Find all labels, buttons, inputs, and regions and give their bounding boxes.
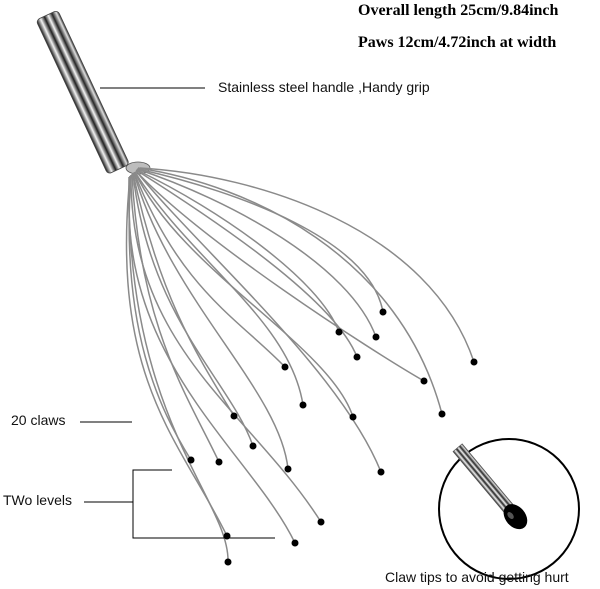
claws	[125, 167, 475, 563]
levels-callout: TWo levels	[3, 492, 72, 508]
paw-width-spec: Paws 12cm/4.72inch at width	[358, 34, 557, 51]
overall-length-spec: Overall length 25cm/9.84inch	[358, 2, 559, 19]
tips-callout: Claw tips to avoid getting hurt	[385, 569, 569, 585]
claw-tip-magnifier-icon	[438, 438, 580, 580]
claws-callout: 20 claws	[11, 412, 66, 428]
claw-tips	[187, 308, 478, 566]
handle	[36, 10, 129, 174]
callout-lines	[80, 87, 275, 539]
handle-callout: Stainless steel handle ,Handy grip	[218, 79, 430, 95]
